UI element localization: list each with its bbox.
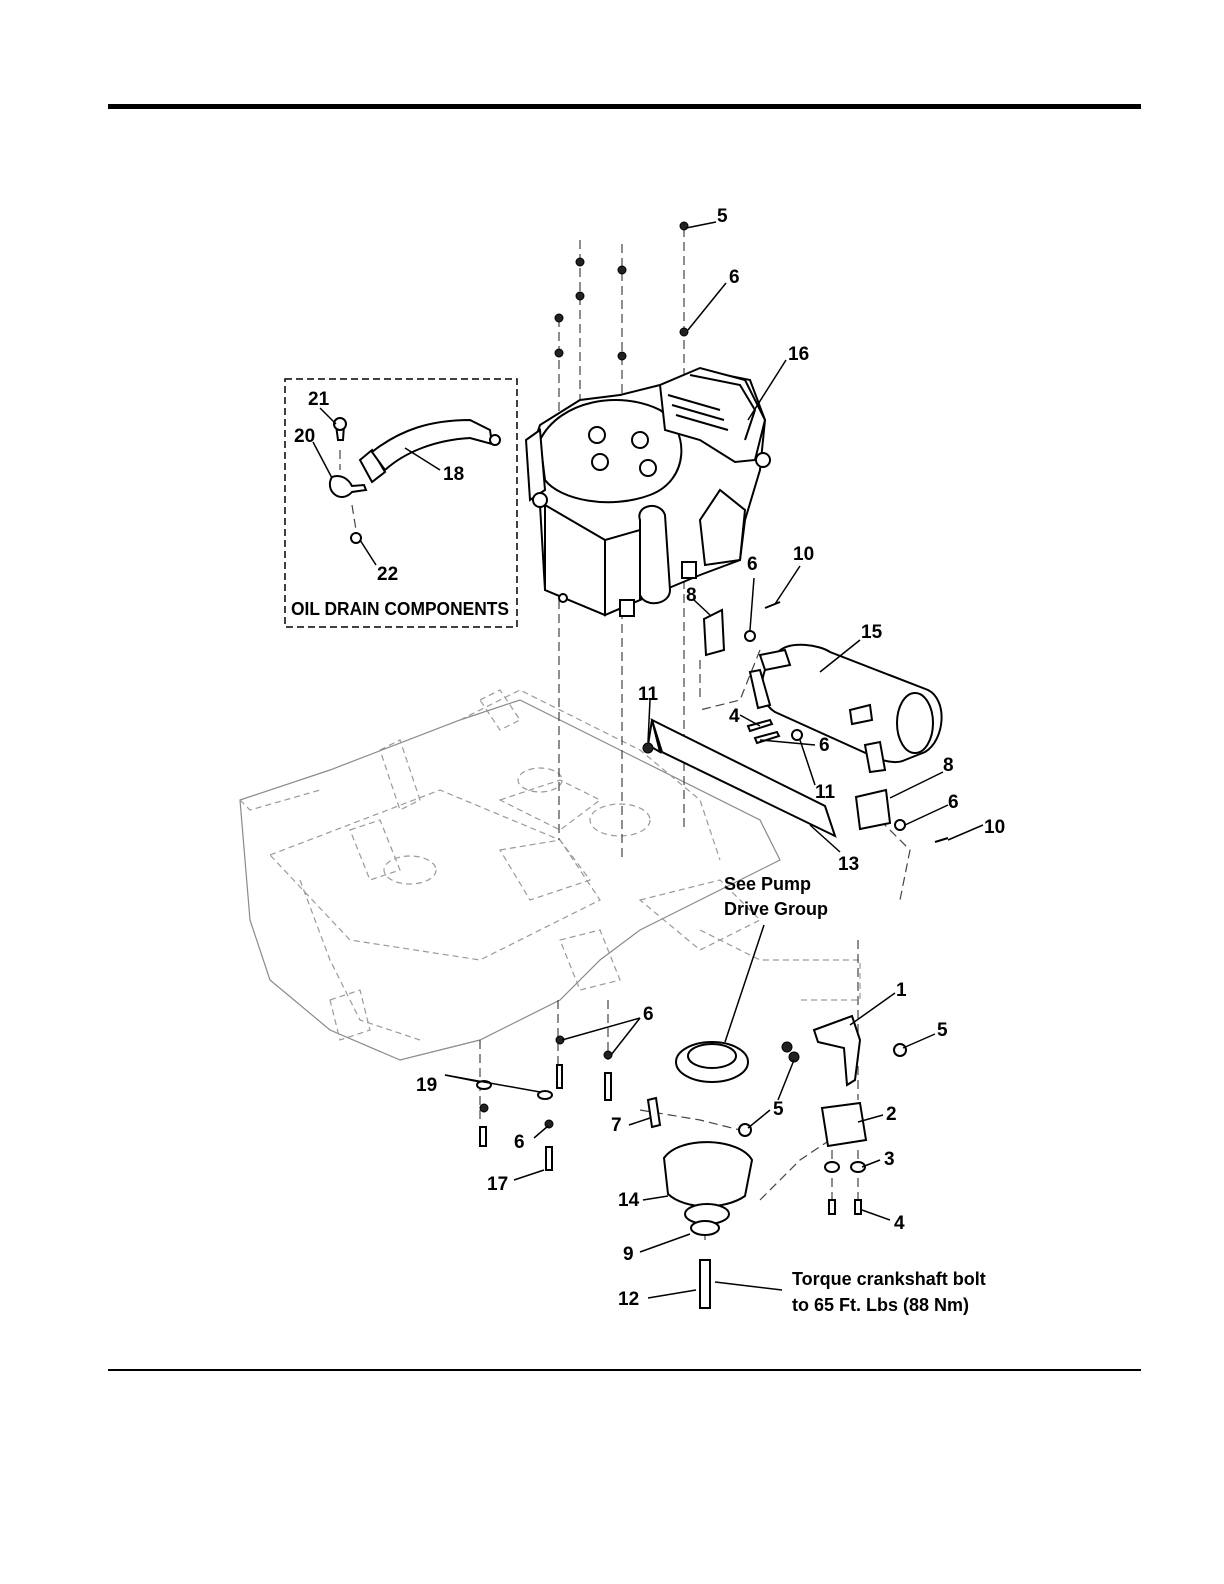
callout-19: 19	[416, 1075, 437, 1096]
callout-16: 16	[788, 344, 809, 365]
callout-9: 9	[623, 1244, 634, 1265]
callout-5a: 5	[717, 206, 728, 227]
pump-note-line1: See Pump	[724, 874, 811, 894]
oil-drain-title: OIL DRAIN COMPONENTS	[291, 599, 509, 619]
pulley-icon	[477, 1016, 906, 1308]
callout-1: 1	[896, 980, 907, 1001]
callout-11b: 11	[815, 782, 836, 803]
engine-icon	[526, 368, 770, 616]
callout-12: 12	[618, 1289, 639, 1310]
callout-2: 2	[886, 1104, 897, 1125]
callout-6d: 6	[948, 792, 959, 813]
callout-5c: 5	[773, 1099, 784, 1120]
callout-10a: 10	[793, 544, 814, 565]
callout-18: 18	[443, 464, 464, 485]
bottom-rule	[108, 1369, 1141, 1371]
callout-4a: 4	[729, 706, 740, 727]
callout-14: 14	[618, 1190, 640, 1211]
callout-6b: 6	[747, 554, 758, 575]
callout-6c: 6	[819, 735, 830, 756]
callout-15: 15	[861, 622, 883, 643]
callout-7: 7	[611, 1115, 622, 1136]
callout-10b: 10	[984, 817, 1005, 838]
callout-5b: 5	[937, 1020, 948, 1041]
callout-8b: 8	[943, 755, 954, 776]
callout-22: 22	[377, 564, 398, 585]
oil-drain-box	[285, 379, 517, 627]
callout-17: 17	[487, 1174, 508, 1195]
torque-note-line2: to 65 Ft. Lbs (88 Nm)	[792, 1295, 969, 1315]
callout-20: 20	[294, 426, 315, 447]
callout-6a: 6	[729, 267, 740, 288]
callout-8a: 8	[686, 585, 697, 606]
callout-21: 21	[308, 389, 330, 410]
callout-6e: 6	[643, 1004, 654, 1025]
pump-note-line2: Drive Group	[724, 899, 828, 919]
callout-3: 3	[884, 1149, 895, 1170]
callout-6f: 6	[514, 1132, 525, 1153]
callout-13: 13	[838, 854, 859, 875]
callout-4b: 4	[894, 1213, 905, 1234]
callout-11a: 11	[638, 684, 659, 705]
torque-note-line1: Torque crankshaft bolt	[792, 1269, 986, 1289]
